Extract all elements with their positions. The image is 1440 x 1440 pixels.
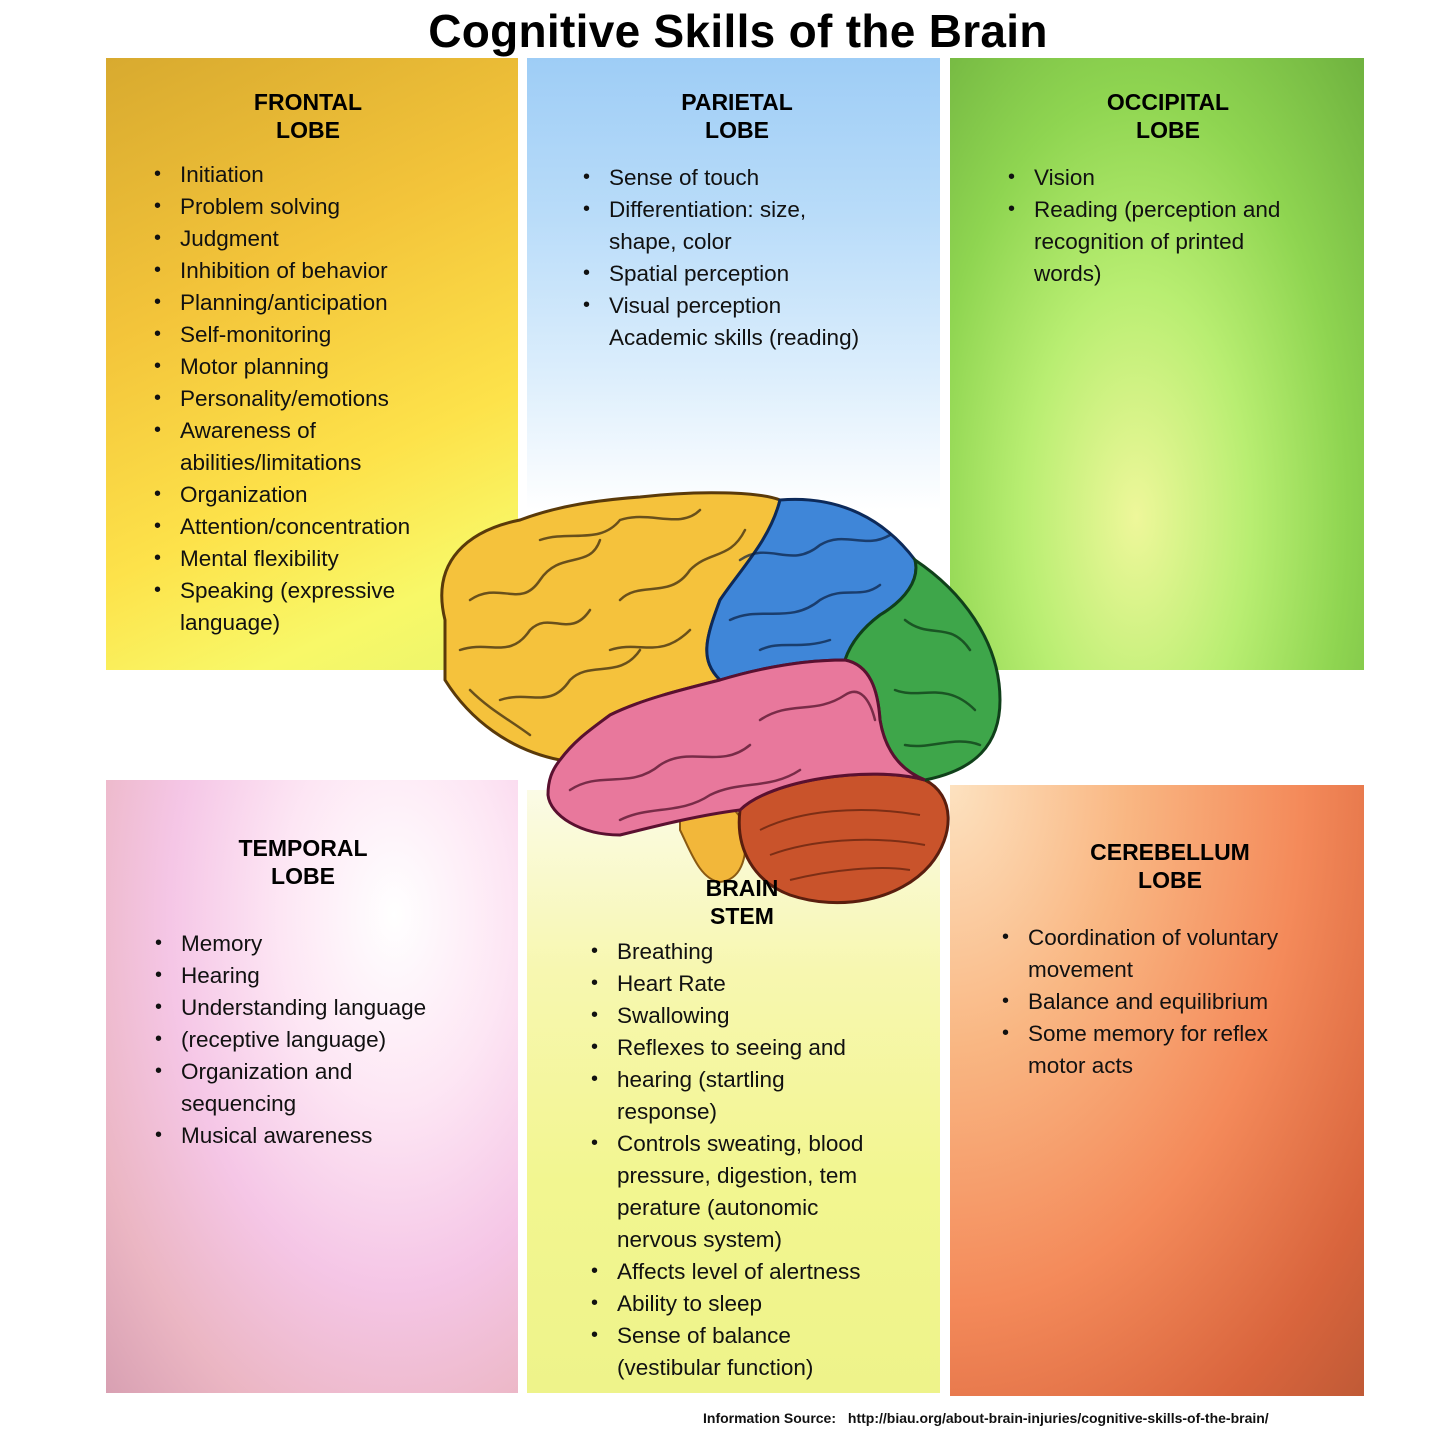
frontal-lobe-panel: FRONTAL LOBE InitiationProblem solvingJu…: [106, 58, 518, 670]
cerebellum-list-item: Balance and equilibrium: [1002, 985, 1278, 1018]
stem-list-item: hearing (startling: [591, 1063, 863, 1096]
temporal-list-item: Organization and: [155, 1055, 426, 1088]
stem-list-item: Ability to sleep: [591, 1287, 863, 1320]
stem-list-item: Heart Rate: [591, 967, 863, 1000]
occipital-list-item: recognition of printed: [1034, 229, 1245, 254]
frontal-lobe-title: FRONTAL LOBE: [253, 89, 363, 143]
frontal-list-item: language): [180, 610, 281, 635]
temporal-list-item: Memory: [155, 927, 426, 960]
frontal-list-item: Attention/concentration: [154, 510, 410, 543]
cerebellum-list-item: movement: [1028, 957, 1134, 982]
temporal-list-item: Hearing: [155, 959, 426, 992]
occipital-lobe-list: VisionReading (perception and recognition…: [1008, 161, 1280, 290]
brain-stem-panel: BreathingHeart RateSwallowingReflexes to…: [527, 790, 940, 1393]
occipital-lobe-panel: OCCIPITAL LOBE VisionReading (perception…: [950, 58, 1364, 670]
frontal-list-item: Speaking (expressive: [154, 574, 410, 607]
temporal-lobe-panel: TEMPORAL LOBE MemoryHearingUnderstanding…: [106, 780, 518, 1393]
page-title: Cognitive Skills of the Brain: [428, 5, 1048, 57]
information-source: Information Source: http://biau.org/abou…: [703, 1410, 1277, 1426]
frontal-list-item: Problem solving: [154, 190, 410, 223]
cerebellum-lobe-title: CEREBELLUM LOBE: [1090, 839, 1250, 893]
cerebellum-list-item: Some memory for reflex: [1002, 1017, 1278, 1050]
stem-list-item: Reflexes to seeing and: [591, 1031, 863, 1064]
cerebellum-lobe-list: Coordination of voluntary movementBalance…: [1002, 921, 1278, 1082]
brain-gyri-texture: [458, 508, 747, 737]
brain-stem-list: BreathingHeart RateSwallowingReflexes to…: [591, 935, 863, 1384]
stem-list-item: (vestibular function): [617, 1355, 814, 1380]
temporal-lobe-title: TEMPORAL LOBE: [238, 835, 368, 889]
cerebellum-lobe-panel: CEREBELLUM LOBE Coordination of voluntar…: [950, 785, 1364, 1396]
parietal-list-item: Differentiation: size,: [583, 193, 859, 226]
temporal-list-item: Understanding language: [155, 991, 426, 1024]
stem-list-item: Affects level of alertness: [591, 1255, 863, 1288]
stem-list-item: response): [617, 1099, 718, 1124]
stem-list-item: Sense of balance: [591, 1319, 863, 1352]
stem-list-item: nervous system): [617, 1227, 783, 1252]
parietal-list-item: Visual perception: [583, 289, 859, 322]
source-link[interactable]: http://biau.org/about-brain-injuries/cog…: [847, 1410, 1269, 1426]
frontal-list-item: Personality/emotions: [154, 382, 410, 415]
temporal-list-item: Musical awareness: [155, 1119, 426, 1152]
frontal-list-item: Mental flexibility: [154, 542, 410, 575]
temporal-list-item: (receptive language): [155, 1023, 426, 1056]
frontal-lobe-list: InitiationProblem solvingJudgmentInhibit…: [154, 158, 410, 639]
frontal-list-item: Judgment: [154, 222, 410, 255]
parietal-list-item: Academic skills (reading): [609, 325, 860, 350]
brain-stem-title: BRAIN STEM: [705, 875, 779, 929]
frontal-list-item: Self-monitoring: [154, 318, 410, 351]
temporal-lobe-region: [546, 658, 926, 837]
parietal-list-item: Sense of touch: [583, 161, 859, 194]
frontal-list-item: Awareness of: [154, 414, 410, 447]
frontal-list-item: abilities/limitations: [180, 450, 362, 475]
cerebellum-list-item: Coordination of voluntary: [1002, 921, 1278, 954]
frontal-list-item: Initiation: [154, 158, 410, 191]
frontal-list-item: Motor planning: [154, 350, 410, 383]
parietal-list-item: shape, color: [609, 229, 732, 254]
stem-list-item: Controls sweating, blood: [591, 1127, 863, 1160]
occipital-list-item: words): [1034, 261, 1102, 286]
parietal-lobe-list: Sense of touchDifferentiation: size, shap…: [583, 161, 860, 354]
stem-list-item: pressure, digestion, tem: [617, 1163, 858, 1188]
temporal-list-item: sequencing: [181, 1091, 297, 1116]
occipital-lobe-title: OCCIPITAL LOBE: [1106, 89, 1230, 143]
occipital-list-item: Reading (perception and: [1008, 193, 1280, 226]
occipital-list-item: Vision: [1008, 161, 1280, 194]
stem-list-item: Swallowing: [591, 999, 863, 1032]
frontal-list-item: Inhibition of behavior: [154, 254, 410, 287]
cerebellum-list-item: motor acts: [1028, 1053, 1134, 1078]
frontal-list-item: Planning/anticipation: [154, 286, 410, 319]
parietal-lobe-panel: PARIETAL LOBE Sense of touchDifferentiat…: [527, 58, 940, 510]
parietal-list-item: Spatial perception: [583, 257, 859, 290]
stem-list-item: perature (autonomic: [617, 1195, 819, 1220]
frontal-list-item: Organization: [154, 478, 410, 511]
source-label: Information Source:: [703, 1410, 837, 1426]
stem-list-item: Breathing: [591, 935, 863, 968]
temporal-lobe-list: MemoryHearingUnderstanding language(rece…: [155, 927, 426, 1152]
parietal-lobe-title: PARIETAL LOBE: [681, 89, 793, 143]
